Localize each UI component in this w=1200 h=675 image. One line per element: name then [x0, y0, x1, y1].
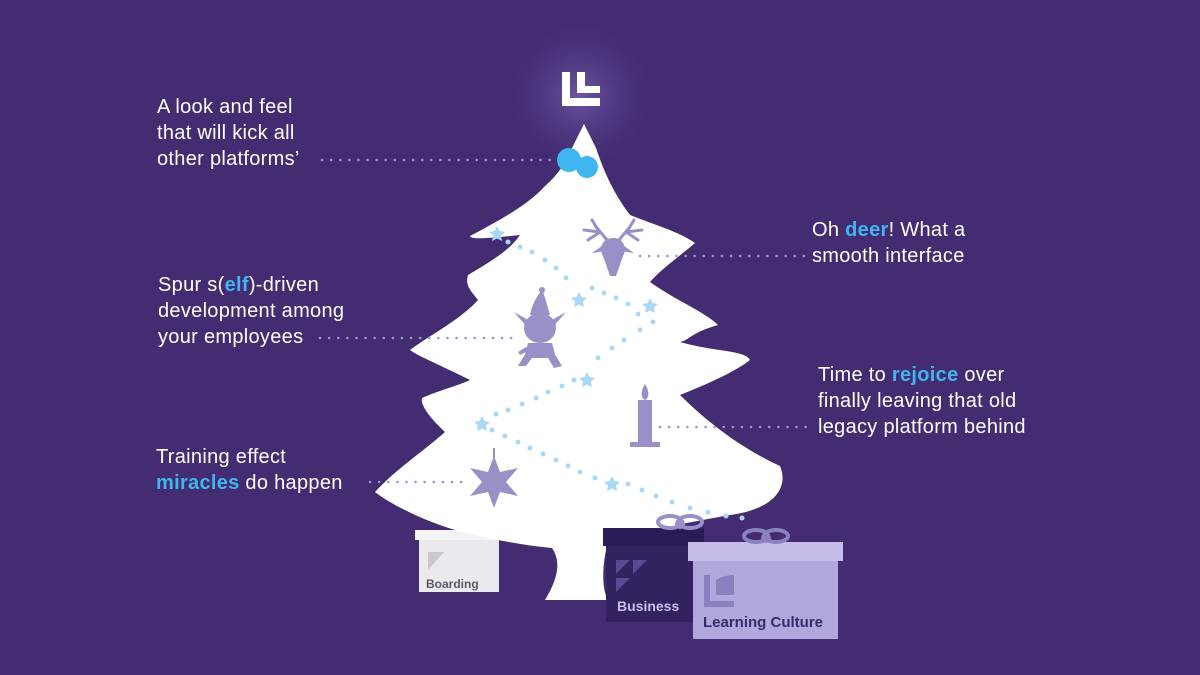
reindeer-icon: [582, 218, 644, 276]
star-ornament-icon: [470, 448, 518, 508]
caption-look-and-feel: A look and feel that will kick all other…: [157, 94, 300, 172]
learning-culture-logo-icon: [704, 575, 734, 607]
caption-line: development among: [158, 300, 345, 322]
bauble-icon: [557, 148, 598, 178]
gift-label-learning-culture: Learning Culture: [703, 614, 824, 631]
gift-learning-culture: [688, 528, 843, 639]
caption-line: other platforms’: [157, 148, 300, 170]
caption-line: Training effect: [156, 446, 287, 468]
caption-line: that will kick all: [157, 122, 295, 144]
caption-line: miracles do happen: [156, 472, 343, 494]
brand-logo-icon: [562, 72, 600, 106]
caption-line: finally leaving that old: [818, 390, 1017, 412]
highlight-word: miracles: [156, 472, 240, 494]
caption-miracles: Training effect miracles do happen: [156, 444, 343, 496]
bow-icon: [742, 528, 790, 544]
caption-deer: Oh deer! What a smooth interface: [812, 217, 965, 269]
caption-elf: Spur s(elf)-driven development among you…: [158, 272, 344, 350]
caption-line: A look and feel: [157, 96, 293, 118]
logo-glow: [500, 15, 660, 175]
gift-label-boarding: Boarding: [426, 577, 479, 591]
garland-stars: [474, 226, 745, 521]
gift-label-business: Business: [617, 598, 680, 614]
caption-line: Spur s(elf)-driven: [158, 274, 320, 296]
elf-icon: [514, 287, 566, 368]
highlight-word: elf: [224, 274, 249, 296]
highlight-word: rejoice: [891, 364, 959, 386]
caption-line: your employees: [158, 326, 304, 348]
caption-line: legacy platform behind: [818, 416, 1026, 438]
bow-icon: [656, 514, 704, 530]
gift-boarding: [415, 530, 503, 592]
caption-line: Time to rejoice over: [818, 364, 1005, 386]
candle-icon: [630, 384, 660, 447]
highlight-word: deer: [845, 219, 889, 241]
boarding-logo-icon: [428, 552, 444, 570]
tree-shape: [375, 124, 783, 600]
caption-line: smooth interface: [812, 245, 965, 267]
business-logo-icon: [616, 560, 647, 592]
caption-rejoice: Time to rejoice over finally leaving tha…: [818, 362, 1026, 440]
gift-business: [603, 514, 704, 622]
leader-lines: [318, 158, 814, 484]
caption-line: Oh deer! What a: [812, 219, 966, 241]
